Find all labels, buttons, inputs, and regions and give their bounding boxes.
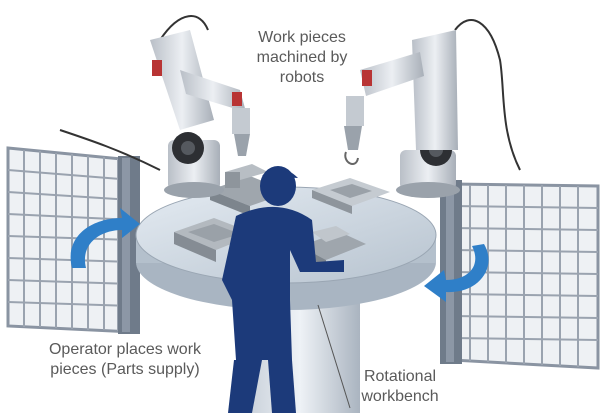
operator-label: Operator places work pieces (Parts suppl… [20,340,230,380]
robots-label-line: Work pieces [258,29,346,46]
left-rotation-arrow-icon [70,208,140,268]
right-rotation-arrow-icon [424,244,489,302]
robots-label: Work pieces machined by robots [232,28,372,88]
right-robot [344,30,460,198]
operator-label-line: Operator places work [48,341,202,358]
workbench-label-line: Rotational [363,368,437,385]
left-robot [150,30,250,198]
right-safety-fence [440,180,600,370]
robot-cables [59,15,521,171]
robots-label-line: robots [279,69,325,86]
operator-label-line: pieces (Parts supply) [50,361,200,378]
workbench-label: Rotational workbench [344,367,456,407]
operator-silhouette [222,166,344,413]
workbench-label-line: workbench [361,388,439,405]
work-piece [312,178,390,214]
workbench-leader-line [317,304,351,409]
robots-label-line: machined by [256,49,348,66]
rotation-arrows [70,208,489,302]
left-safety-fence [6,146,140,334]
